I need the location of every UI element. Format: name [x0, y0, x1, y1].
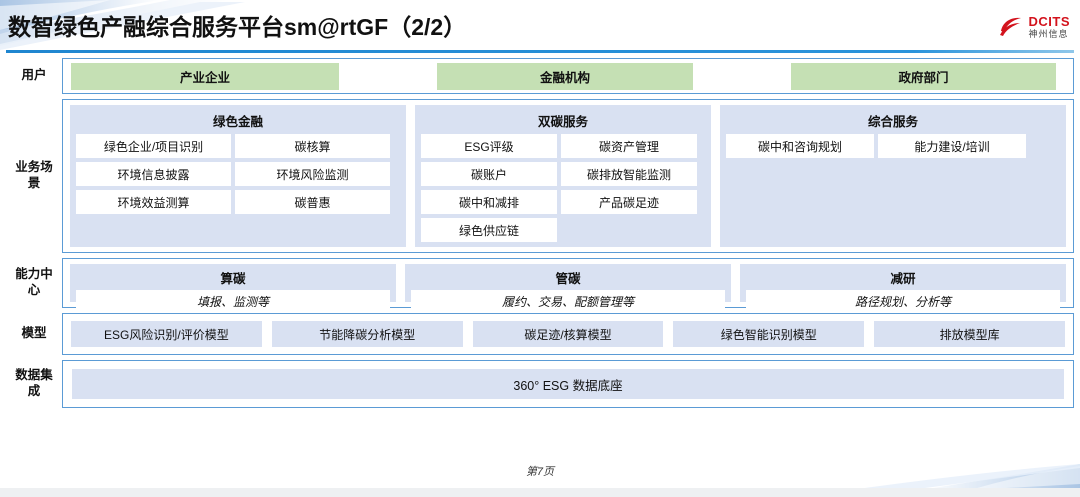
capability-title: 算碳 [220, 272, 246, 286]
capability-group-reduce-research: 减研 路径规划、分析等 [740, 264, 1066, 312]
capability-group-calc-carbon: 算碳 填报、监测等 [70, 264, 396, 312]
scenario-item[interactable]: 碳核算 [235, 134, 390, 158]
capability-title: 管碳 [555, 272, 581, 286]
row-label-data-integration: 数据集 成 [15, 368, 53, 398]
row-body-scenarios: 绿色金融 绿色企业/项目识别 碳核算 环境信息披露 环境风险监测 环境效益测算 … [62, 99, 1074, 253]
row-models: 模型 ESG风险识别/评价模型 节能降碳分析模型 碳足迹/核算模型 绿色智能识别… [6, 313, 1074, 355]
scenario-group-comprehensive-title: 综合服务 [867, 115, 918, 129]
page-title: 数智绿色产融综合服务平台sm@rtGF（2/2） [8, 14, 467, 40]
title-divider [6, 50, 1074, 53]
row-label-users: 用户 [21, 68, 47, 83]
model-item[interactable]: ESG风险识别/评价模型 [71, 321, 262, 347]
scenario-item[interactable]: ESG评级 [421, 134, 557, 158]
scenario-group-green-finance-title: 绿色金融 [212, 115, 263, 129]
scenario-item[interactable]: 碳账户 [421, 162, 557, 186]
capability-group-manage-carbon: 管碳 履约、交易、配额管理等 [405, 264, 731, 312]
row-body-data-integration: 360° ESG 数据底座 [62, 360, 1074, 408]
row-data-integration: 数据集 成 360° ESG 数据底座 [6, 360, 1074, 408]
user-box-industry[interactable]: 产业企业 [71, 62, 339, 90]
scenario-item[interactable]: 环境信息披露 [76, 162, 231, 186]
scenario-item[interactable]: 碳普惠 [235, 190, 390, 214]
row-users: 用户 产业企业 金融机构 政府部门 [6, 58, 1074, 94]
capability-sub[interactable]: 填报、监测等 [76, 290, 390, 312]
page-number: 第7页 [525, 466, 555, 478]
data-platform-item[interactable]: 360° ESG 数据底座 [72, 369, 1064, 399]
row-body-users: 产业企业 金融机构 政府部门 [62, 58, 1074, 94]
user-box-financial[interactable]: 金融机构 [437, 62, 693, 90]
scenario-group-dual-carbon: 双碳服务 ESG评级 碳资产管理 碳账户 碳排放智能监测 碳中和减排 产品碳足迹… [415, 105, 711, 247]
scenario-item[interactable]: 碳中和咨询规划 [726, 134, 874, 158]
capability-title: 减研 [890, 272, 916, 286]
logo-text-cn: 神州信息 [1028, 29, 1069, 39]
row-scenarios: 业务场 景 绿色金融 绿色企业/项目识别 碳核算 环境信息披露 环境风险监测 环… [6, 99, 1074, 253]
row-capability-center: 能力中 心 算碳 填报、监测等 管碳 履约、交易、配额管理等 减研 路径规划、分… [6, 258, 1074, 312]
model-item[interactable]: 排放模型库 [874, 321, 1065, 347]
scenario-group-comprehensive: 综合服务 碳中和咨询规划 能力建设/培训 [720, 105, 1066, 247]
row-body-capability-center: 算碳 填报、监测等 管碳 履约、交易、配额管理等 减研 路径规划、分析等 [62, 258, 1074, 312]
model-item[interactable]: 节能降碳分析模型 [271, 321, 463, 347]
row-label-scenarios: 业务场 景 [15, 160, 53, 190]
scenario-item[interactable]: 绿色企业/项目识别 [76, 134, 231, 158]
scenario-item[interactable]: 产品碳足迹 [561, 190, 697, 214]
row-body-models: ESG风险识别/评价模型 节能降碳分析模型 碳足迹/核算模型 绿色智能识别模型 … [62, 313, 1074, 355]
row-label-capability-center: 能力中 心 [15, 267, 53, 297]
row-label-models: 模型 [21, 326, 47, 341]
scenario-item[interactable]: 碳资产管理 [561, 134, 697, 158]
architecture-grid: 用户 产业企业 金融机构 政府部门 [6, 58, 1074, 408]
capability-sub[interactable]: 履约、交易、配额管理等 [411, 290, 725, 312]
model-item[interactable]: 绿色智能识别模型 [673, 321, 865, 347]
dcits-logo-icon [998, 15, 1024, 39]
user-box-financial-label: 金融机构 [539, 70, 590, 85]
user-box-government-label: 政府部门 [898, 70, 949, 85]
scenario-item[interactable]: 碳中和减排 [421, 190, 557, 214]
scenario-item[interactable]: 绿色供应链 [421, 218, 557, 242]
title-row: 数智绿色产融综合服务平台sm@rtGF（2/2） DCITS 神州信息 [0, 4, 1080, 53]
scenario-group-dual-carbon-title: 双碳服务 [537, 115, 588, 129]
capability-sub[interactable]: 路径规划、分析等 [746, 290, 1060, 312]
bottom-strip [0, 488, 1080, 497]
brand-logo: DCITS 神州信息 [998, 12, 1071, 42]
model-item[interactable]: 碳足迹/核算模型 [472, 321, 664, 347]
scenario-item[interactable]: 能力建设/培训 [878, 134, 1026, 158]
logo-text-en: DCITS [1028, 14, 1070, 29]
user-box-government[interactable]: 政府部门 [791, 62, 1056, 90]
scenario-item[interactable]: 环境效益测算 [76, 190, 231, 214]
scenario-item[interactable]: 环境风险监测 [235, 162, 390, 186]
scenario-group-green-finance: 绿色金融 绿色企业/项目识别 碳核算 环境信息披露 环境风险监测 环境效益测算 … [70, 105, 406, 247]
scenario-item[interactable]: 碳排放智能监测 [561, 162, 697, 186]
user-box-industry-label: 产业企业 [179, 70, 230, 85]
